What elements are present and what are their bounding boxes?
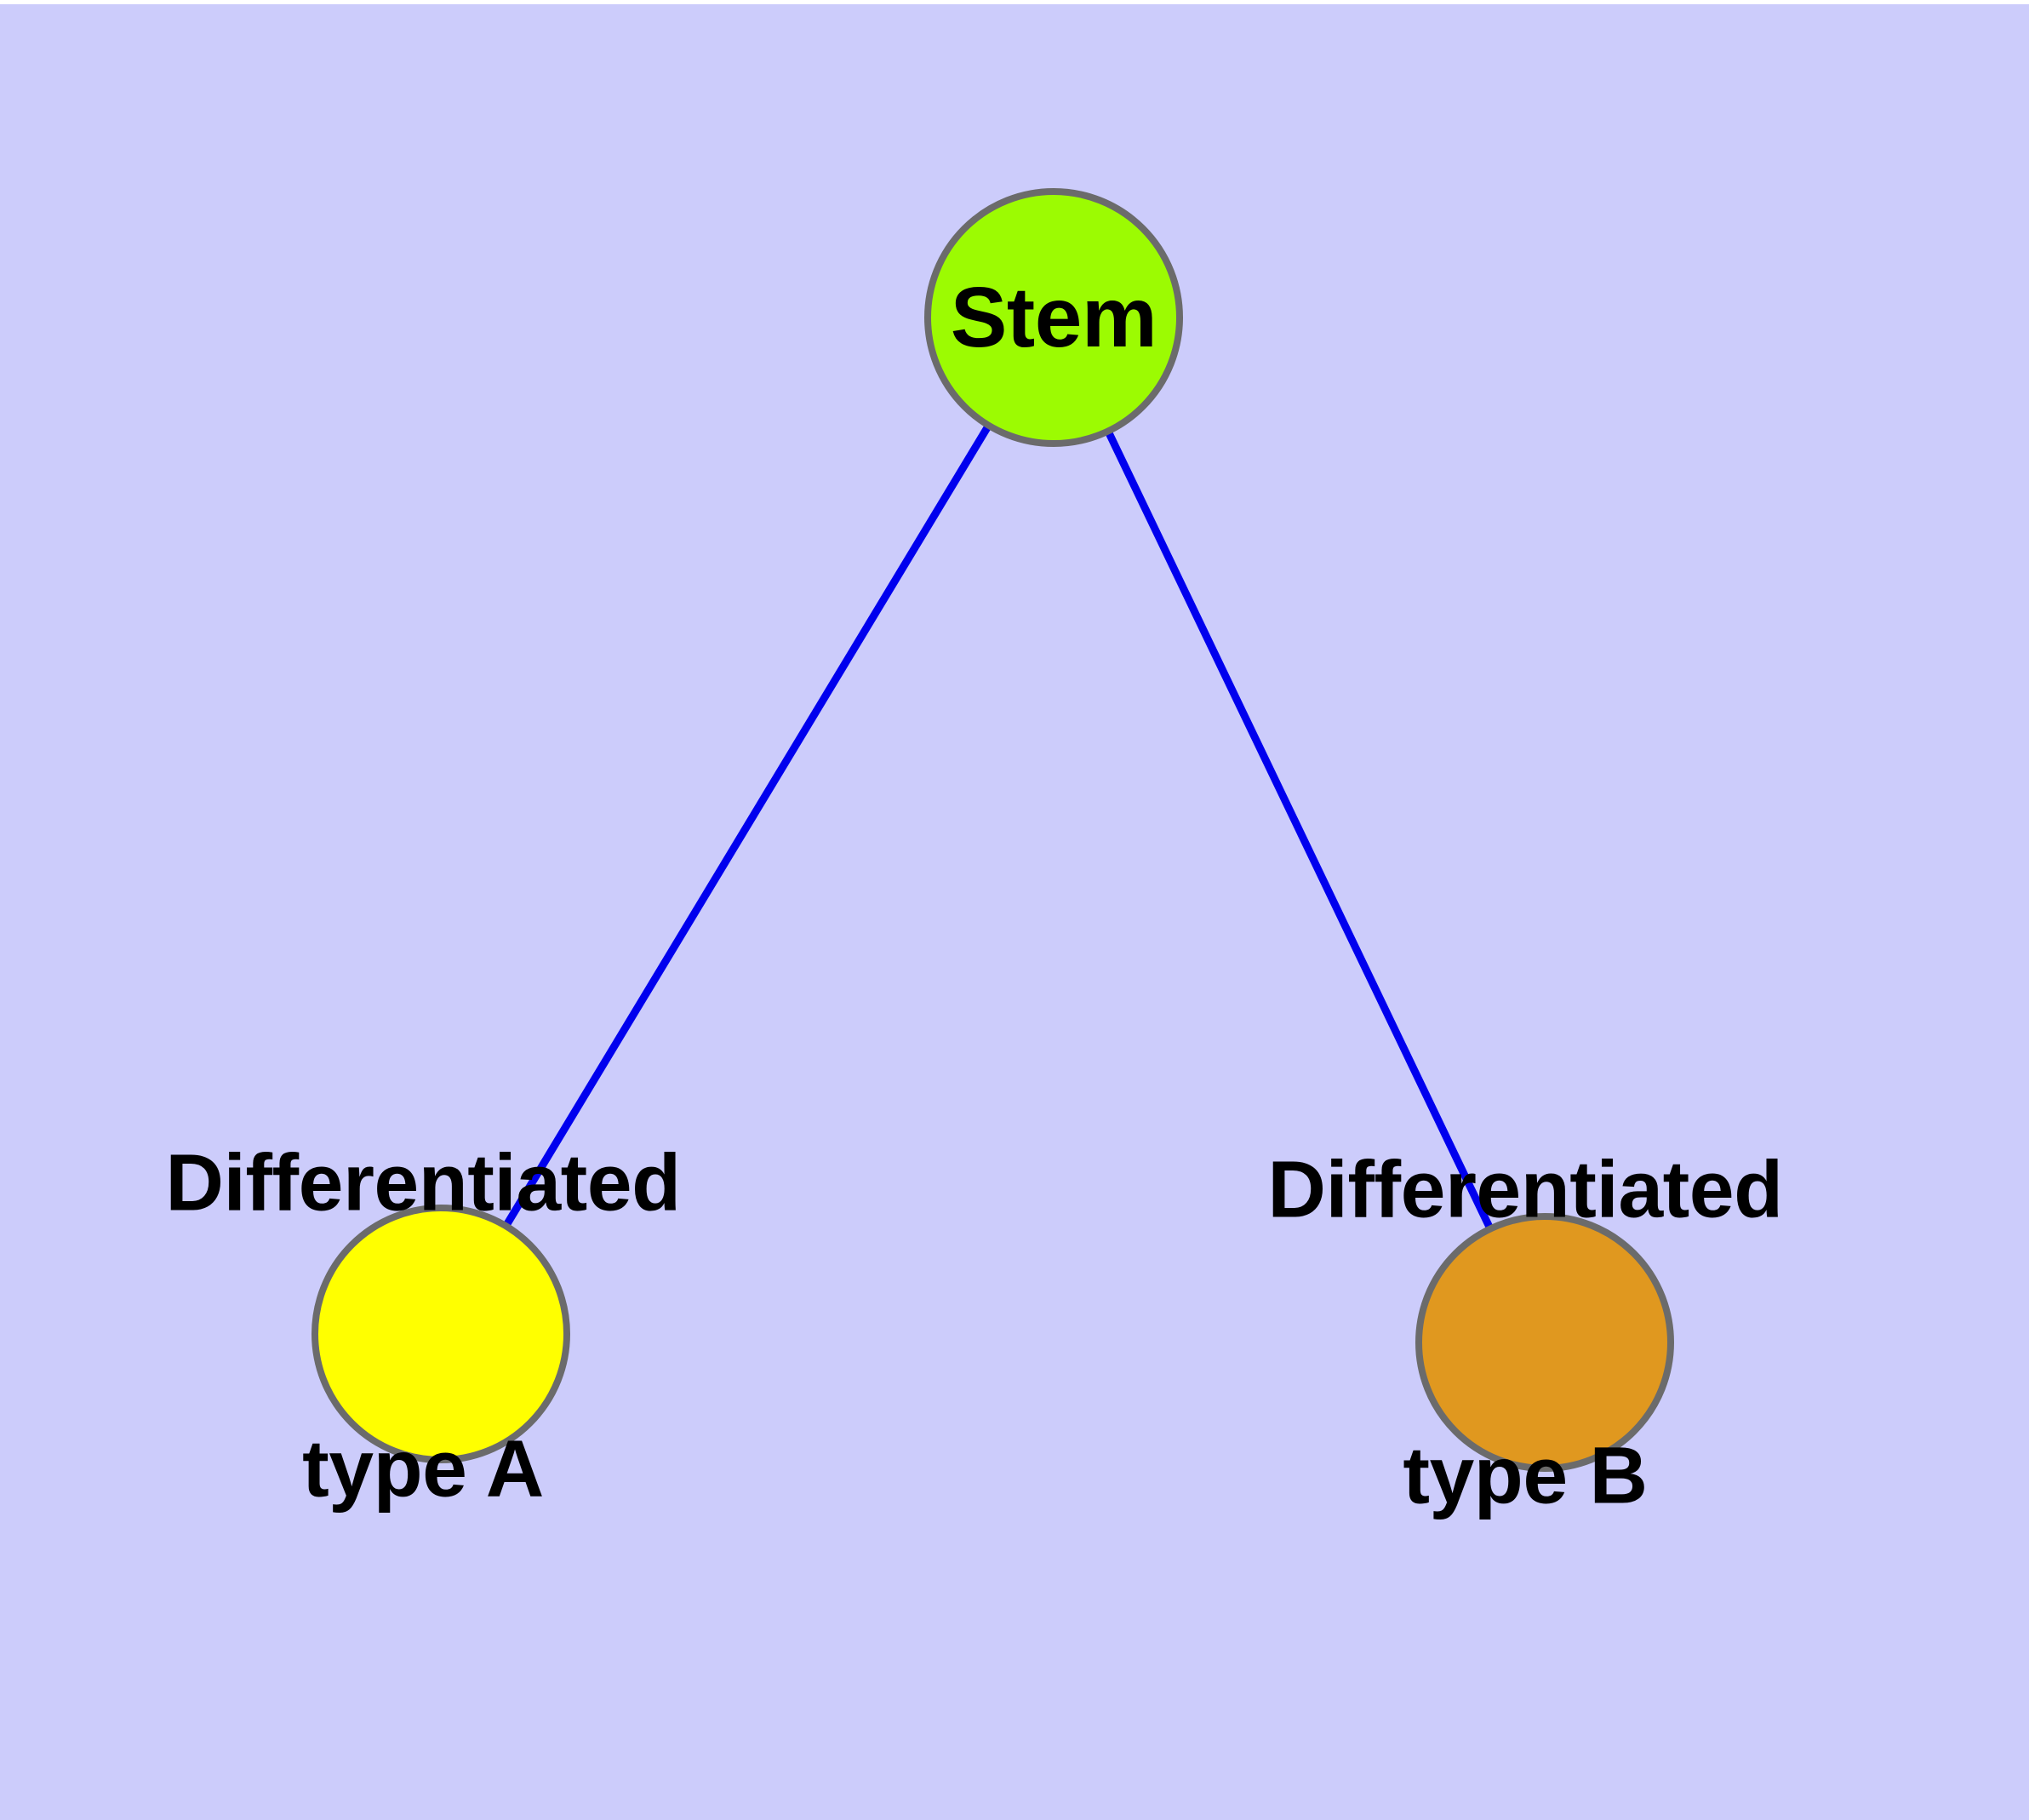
node-diff-a[interactable] [311, 1205, 570, 1463]
node-layer [311, 188, 1674, 1472]
edge-stem-to-diff-b[interactable] [1049, 316, 1549, 1344]
edge-stem-to-diff-a[interactable] [437, 315, 1057, 1336]
edge-layer [437, 315, 1549, 1344]
node-diff-b[interactable] [1415, 1213, 1674, 1472]
node-stem[interactable] [924, 188, 1183, 447]
